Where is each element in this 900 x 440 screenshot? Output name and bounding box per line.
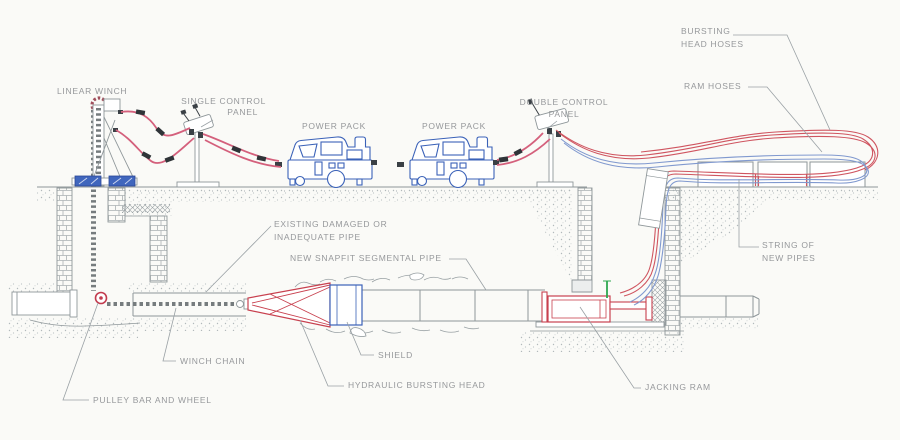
label-jacking-ram: JACKING RAM [645, 382, 711, 392]
pipe-fragments-drawing [294, 272, 480, 337]
tilted-pipe-drawing [638, 168, 669, 229]
power-pack-2-drawing [396, 136, 500, 189]
label-string-of-new-pipes-line2: NEW PIPES [762, 253, 816, 263]
label-hydraulic-bursting-head: HYDRAULIC BURSTING HEAD [348, 380, 486, 390]
pulley-wheel-drawing [94, 291, 108, 305]
existing-pipe-drawing [132, 292, 246, 317]
ram-hoses-drawing [560, 138, 869, 306]
label-string-of-new-pipes-line1: STRING OF [762, 240, 815, 250]
label-single-control-panel-line2: PANEL [227, 107, 258, 117]
label-pulley-bar-and-wheel: PULLEY BAR AND WHEEL [93, 395, 212, 405]
bursting-head-drawing [236, 282, 331, 328]
label-double-control-panel-line1: DOUBLE CONTROL [519, 97, 609, 107]
right-shaft-drawing [571, 187, 681, 336]
soil-texture [6, 189, 878, 352]
label-bursting-head-hoses-line1: BURSTING [681, 26, 731, 36]
label-existing-pipe-line2: INADEQUATE PIPE [274, 232, 361, 242]
power-pack-1-drawing [274, 136, 378, 189]
label-power-pack-right: POWER PACK [422, 121, 486, 131]
label-double-control-panel-line2: PANEL [548, 109, 580, 119]
thrust-block-drawing [651, 279, 667, 326]
label-ram-hoses: RAM HOSES [684, 81, 742, 91]
downstream-pipe-drawing [680, 295, 760, 318]
left-shaft-drawing [11, 187, 168, 318]
double-control-panel-drawing [527, 98, 574, 188]
label-single-control-panel-line1: SINGLE CONTROL [181, 96, 266, 106]
label-existing-pipe-line1: EXISTING DAMAGED OR [274, 219, 388, 229]
label-new-pipe: NEW SNAPFIT SEGMENTAL PIPE [290, 253, 442, 263]
shield-drawing [329, 284, 363, 326]
label-power-pack-left: POWER PACK [302, 121, 366, 131]
label-shield: SHIELD [378, 350, 413, 360]
linear-winch-drawing [71, 96, 138, 187]
hoses-left-drawing [115, 109, 551, 168]
winch-chain-drawing [91, 110, 238, 306]
jacking-ram-drawing [535, 280, 665, 328]
label-linear-winch: LINEAR WINCH [57, 86, 128, 96]
bursting-head-hoses-drawing [555, 129, 879, 297]
label-bursting-head-hoses-line2: HEAD HOSES [681, 39, 744, 49]
label-winch-chain: WINCH CHAIN [180, 356, 246, 366]
new-pipe-drawing [362, 289, 545, 322]
leader-lines [62, 34, 831, 401]
